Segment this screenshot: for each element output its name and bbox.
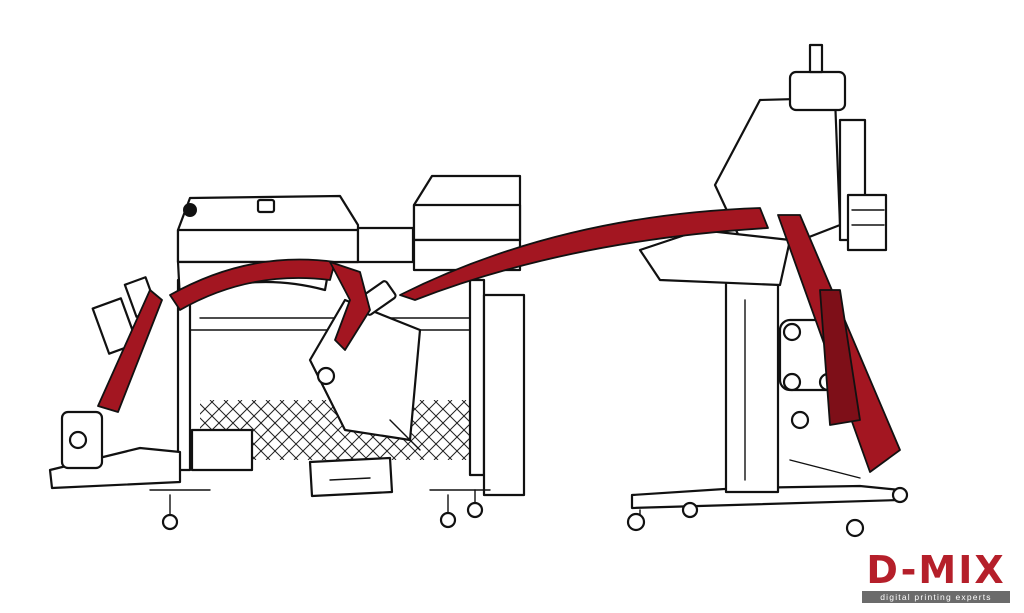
web-left-descent	[97, 289, 163, 413]
left-casters	[161, 489, 484, 531]
web-slitter-loop	[329, 261, 371, 351]
tower-column	[724, 278, 780, 494]
brand-logo: D-MIX digital printing experts	[862, 551, 1010, 603]
printer-tower	[626, 43, 909, 538]
web-main-span	[399, 207, 769, 301]
logo-tagline: digital printing experts	[862, 591, 1010, 603]
logo-wordmark: D-MIX	[866, 548, 1006, 592]
side-panel	[846, 193, 888, 252]
caster	[626, 512, 646, 532]
collection-drawer	[308, 456, 394, 498]
web-over-hood	[169, 258, 336, 311]
caster	[845, 518, 865, 538]
caster	[891, 486, 909, 504]
left-bin	[190, 428, 254, 472]
cover-latch	[256, 198, 276, 214]
caster	[681, 501, 699, 519]
web-roll-inner	[819, 289, 861, 426]
paper-web	[97, 207, 901, 473]
